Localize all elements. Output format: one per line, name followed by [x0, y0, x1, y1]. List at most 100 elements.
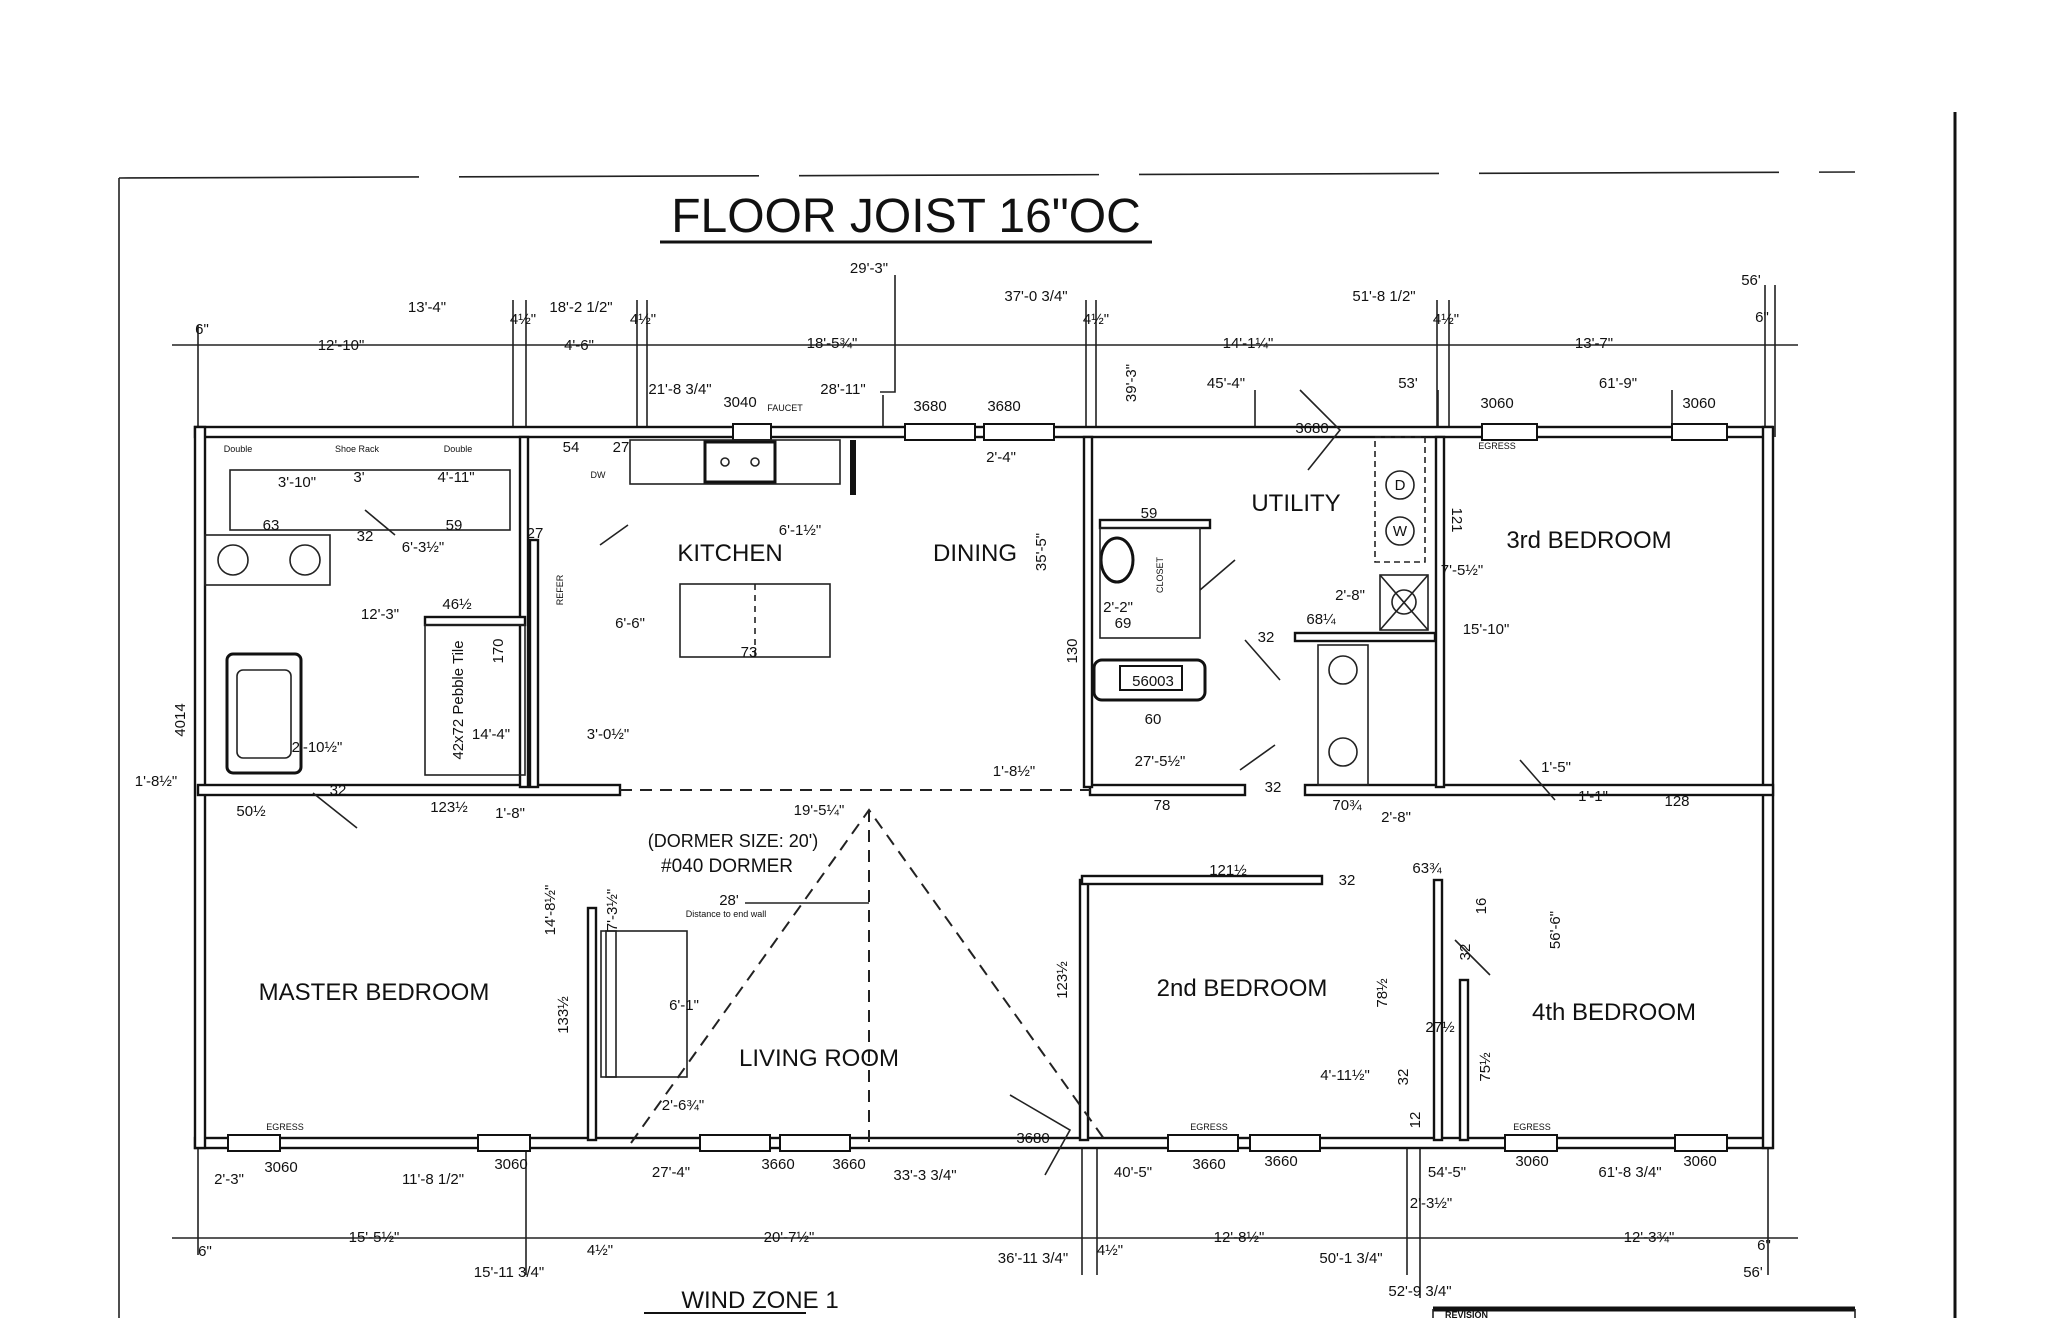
dimension-label: 2'-8": [1381, 809, 1411, 826]
dimension-label: 16: [1473, 898, 1490, 915]
dimension-label: 12: [1407, 1112, 1424, 1129]
dimension-lines: [172, 275, 1798, 1298]
dimension-label: 3060: [1682, 395, 1715, 412]
water-heater: [1099, 536, 1135, 584]
dimension-label: 63¾: [1412, 860, 1442, 877]
dimension-label: 3': [353, 469, 364, 486]
dimension-label: 37'-0 3/4": [1004, 288, 1067, 305]
dimension-label: 32: [357, 528, 374, 545]
dimension-label: 3040: [723, 394, 756, 411]
dimension-label: 7'-5½": [1441, 562, 1483, 579]
room-label-dining: DINING: [933, 540, 1017, 567]
dimension-label: 3'-10": [278, 474, 316, 491]
dimension-label: 6": [198, 1243, 212, 1260]
dimension-label: 15'-5½": [349, 1229, 400, 1246]
dimension-label: 59: [446, 517, 463, 534]
dimension-label: 3660: [832, 1156, 865, 1173]
dimension-label: 3060: [264, 1159, 297, 1176]
dimension-label: 13'-4": [408, 299, 446, 316]
dimension-label: 75½: [1477, 1052, 1494, 1082]
dimension-label: 45'-4": [1207, 375, 1245, 392]
dimension-label: 2'-2": [1103, 599, 1133, 616]
dimension-label: 61'-8 3/4": [1598, 1164, 1661, 1181]
dimension-label: EGRESS: [1478, 441, 1516, 451]
dimension-label: 2'-3": [214, 1171, 244, 1188]
dimension-label: 123½: [430, 799, 468, 816]
dimension-label: 54: [563, 439, 580, 456]
dimension-label: 4'-11": [437, 469, 474, 486]
dimension-label: 1'-8½": [993, 763, 1035, 780]
dimension-label: 68¼: [1306, 611, 1336, 628]
dimension-label: EGRESS: [266, 1122, 304, 1132]
room-label-4th-bedroom: 4th BEDROOM: [1532, 999, 1696, 1026]
dimension-label: 3060: [1480, 395, 1513, 412]
dimension-label: 3060: [1515, 1153, 1548, 1170]
dimension-label: 2'-8": [1335, 587, 1365, 604]
dimension-label: 7'-3½": [604, 889, 621, 931]
dimension-label: 6": [1757, 1237, 1771, 1254]
dimension-labels: 6" 13'-4" 12'-10" 4½" 18'-2 1/2" 4'-6" 4½" 29'-…: [135, 260, 1771, 1300]
dimension-label: 73: [741, 644, 758, 661]
dimension-label: 170: [490, 638, 507, 663]
dormer-size: (DORMER SIZE: 20'): [648, 831, 818, 851]
dimension-label: 32: [1339, 872, 1356, 889]
dimension-label: 56'-6": [1547, 911, 1564, 949]
dimension-label: DW: [591, 470, 606, 480]
dimension-label: 14'-4": [472, 726, 510, 743]
furnace: [1379, 574, 1429, 631]
dimension-label: 121½: [1209, 862, 1247, 879]
dimension-label: 18'-2 1/2": [549, 299, 612, 316]
dimension-label: 50½: [236, 803, 266, 820]
bath2-tub: [1092, 658, 1207, 702]
dimension-label: 46½: [442, 596, 472, 613]
dimension-label: 20'-7½": [764, 1229, 815, 1246]
dimension-label: 29'-3": [850, 260, 888, 277]
dimension-label: 3060: [1683, 1153, 1716, 1170]
dimension-label: 36'-11 3/4": [998, 1250, 1068, 1267]
dimension-label: 4½": [510, 311, 536, 328]
dimension-label: 128: [1664, 793, 1689, 810]
dimension-label: 69: [1115, 615, 1132, 632]
dimension-label: 63: [263, 517, 280, 534]
dimension-label: 32: [1457, 944, 1474, 961]
bath3-vanity: [1317, 644, 1369, 786]
dimension-label: 4½": [587, 1242, 613, 1259]
dimension-label: 14'-8½": [542, 885, 559, 936]
dimension-label: W: [1393, 523, 1408, 540]
fireplace: [600, 930, 688, 1078]
dimension-label: 3060: [494, 1156, 527, 1173]
dimension-label: 12'-3¾": [1624, 1229, 1675, 1246]
dimension-label: 78: [1154, 797, 1171, 814]
dimension-label: Double: [444, 444, 473, 454]
dimension-label: 53': [1398, 375, 1418, 392]
master-vanity: [204, 534, 331, 586]
dimension-label: 15'-10": [1463, 621, 1510, 638]
dimension-label: 4'-6": [564, 337, 594, 354]
dimension-label: 27: [613, 439, 630, 456]
dimension-label: 3680: [987, 398, 1020, 415]
dimension-label: 4½": [1097, 1242, 1123, 1259]
dimension-label: 3660: [1264, 1153, 1297, 1170]
dimension-label: Double: [224, 444, 253, 454]
dimension-label: 3680: [1016, 1130, 1049, 1147]
dimension-label: 3660: [761, 1156, 794, 1173]
dimension-label: EGRESS: [1513, 1122, 1551, 1132]
dimension-label: 56': [1741, 272, 1761, 289]
dimension-label: 2'-10½": [292, 739, 343, 756]
dimension-label: 40'-5": [1114, 1164, 1152, 1181]
dimension-label: 59: [1141, 505, 1158, 522]
dimension-label: 15'-11 3/4": [474, 1264, 544, 1281]
dimension-label: 28'-11": [820, 381, 865, 398]
dimension-label: 32: [1395, 1069, 1412, 1086]
dimension-label: 2'-6¾": [662, 1097, 704, 1114]
dimension-label: 12'-10": [318, 337, 365, 354]
dimension-label: 1'-1": [1578, 788, 1608, 805]
dimension-label: EGRESS: [1190, 1122, 1228, 1132]
dimension-label: 121: [1448, 507, 1465, 532]
washer-dryer: [1374, 436, 1426, 563]
kitchen-sink: [703, 440, 777, 484]
dimension-label: 27'-5½": [1135, 753, 1186, 770]
fixtures: [204, 436, 1429, 1078]
dimension-label: 18'-5¾": [807, 335, 858, 352]
dimension-label: 14'-1¼": [1223, 335, 1274, 352]
